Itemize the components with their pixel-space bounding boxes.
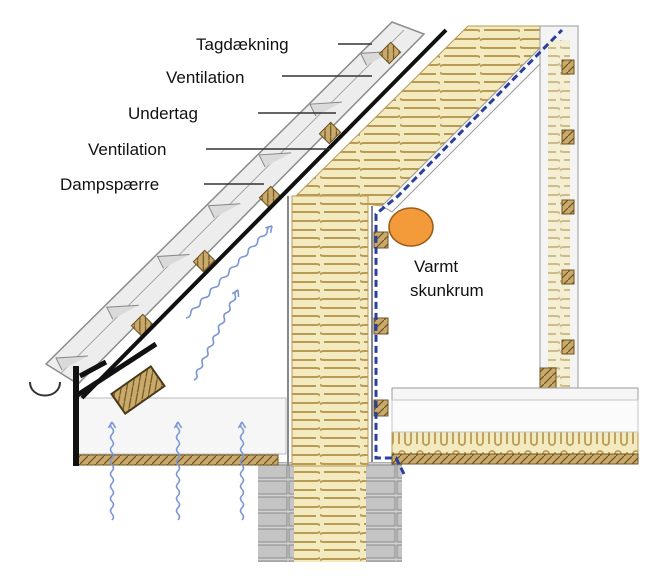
airflow-arrow	[175, 421, 181, 521]
ventilation-airflow	[107, 225, 273, 521]
airflow-arrowhead	[231, 289, 240, 298]
label-underlay: Undertag	[128, 104, 198, 123]
roof-tile	[258, 152, 292, 168]
vapor-barrier-line	[374, 28, 564, 475]
airflow-arrow	[239, 421, 245, 521]
eave-construction	[73, 341, 166, 466]
callout-line-2: skunkrum	[410, 281, 484, 300]
airflow-arrow	[109, 421, 115, 521]
airflow-arrowhead	[265, 225, 273, 234]
label-ventilation-upper: Ventilation	[166, 68, 244, 87]
cold-loft-floor	[75, 397, 287, 466]
gutter-icon	[29, 381, 61, 397]
warm-floor	[391, 387, 639, 465]
label-roofing: Tagdækning	[196, 35, 289, 54]
knee-wall-insulation	[291, 195, 369, 467]
label-vapor-barrier: Dampspærre	[60, 175, 159, 194]
roof-tile	[156, 253, 190, 269]
underlay-membrane	[80, 28, 448, 400]
airflow-arrow	[185, 225, 273, 319]
label-leaders	[204, 43, 372, 185]
batten-block	[378, 41, 402, 65]
warm-crawlspace-marker	[388, 207, 434, 247]
airflow-arrowhead	[173, 421, 183, 429]
airflow-arrow	[193, 289, 239, 381]
masonry-foundation	[258, 462, 402, 562]
batten-block	[192, 249, 216, 273]
label-ventilation-lower: Ventilation	[88, 140, 166, 159]
roof-tile	[55, 355, 89, 371]
roof-tile	[207, 203, 241, 218]
roof-tile	[105, 304, 139, 320]
airflow-arrowhead	[237, 421, 247, 429]
airflow-arrowhead	[107, 421, 117, 429]
callout-line-1: Varmt	[414, 257, 458, 276]
batten-block	[318, 121, 342, 145]
